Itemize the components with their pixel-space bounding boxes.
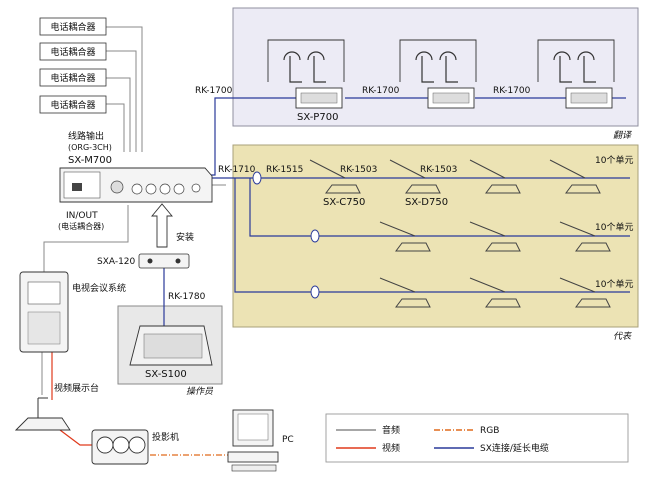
pc-unit	[227, 409, 279, 472]
phone-coupler-label: 电话耦合器	[50, 99, 95, 111]
rk1503-label: RK-1503	[420, 165, 457, 175]
rk1515-label: RK-1515	[266, 165, 303, 175]
install-label: 安装	[176, 231, 194, 243]
cable-nodes	[252, 171, 320, 299]
rk1780-label: RK-1780	[168, 292, 206, 302]
rk1700-label: RK-1700	[195, 86, 233, 96]
legend-audio-label: 音频	[382, 424, 400, 436]
rk1503-label: RK-1503	[340, 165, 377, 175]
translation-caption: 翻译	[613, 130, 632, 141]
mixer-model-label: SX-M700	[68, 155, 112, 166]
video-stand-label: 视频展示台	[54, 382, 99, 394]
console-unit	[129, 325, 213, 366]
rk1710-label: RK-1710	[218, 165, 256, 175]
interpreter-booths	[283, 51, 596, 83]
console-model-label: SX-S100	[145, 369, 187, 380]
units-label: 10个单元	[595, 278, 633, 290]
video-conference-unit	[19, 271, 69, 353]
phone-coupler-4: 电话耦合器	[39, 95, 107, 114]
console-caption: 操作员	[186, 386, 214, 397]
audio-wires	[41, 26, 226, 395]
delegate-caption: 代表	[613, 331, 632, 342]
sx-c750-label: SX-C750	[323, 197, 365, 208]
phone-coupler-3: 电话耦合器	[39, 68, 107, 87]
sxa-unit	[138, 253, 190, 269]
legend-sx-label: SX连接/延长电缆	[480, 442, 549, 454]
sxa-label: SXA-120	[97, 257, 136, 267]
video-conf-label: 电视会议系统	[72, 282, 126, 294]
units-label: 10个单元	[595, 154, 633, 166]
sx-p700-label: SX-P700	[297, 112, 338, 123]
units-label: 10个单元	[595, 221, 633, 233]
phone-coupler-label: 电话耦合器	[50, 21, 95, 33]
video-stand-unit	[14, 397, 71, 431]
line-out-label: 线路输出	[68, 130, 104, 142]
interpreter-brackets	[267, 39, 615, 82]
legend-rgb-label: RGB	[480, 426, 499, 436]
sx-d750-label: SX-D750	[405, 197, 448, 208]
pc-label: PC	[282, 435, 294, 445]
projector-unit	[91, 429, 149, 465]
phone-coupler-label: 电话耦合器	[50, 72, 95, 84]
sx-p700-units	[295, 87, 613, 109]
delegate-microphones	[309, 159, 611, 308]
legend: 音频 视频 RGB SX连接/延长电缆	[325, 413, 629, 463]
rk1700-label: RK-1700	[362, 86, 400, 96]
projector-label: 投影机	[152, 431, 179, 443]
sx-cables	[163, 97, 630, 326]
legend-video-label: 视频	[382, 442, 400, 454]
phone-coupler-2: 电话耦合器	[39, 42, 107, 61]
inout-sub-label: (电话耦合器)	[58, 221, 104, 231]
rk1700-label: RK-1700	[493, 86, 531, 96]
phone-coupler-1: 电话耦合器	[39, 17, 107, 36]
line-out-sub-label: (ORG-3CH)	[68, 143, 112, 152]
video-wires	[51, 352, 95, 446]
mixer-unit	[59, 167, 213, 203]
phone-coupler-label: 电话耦合器	[50, 46, 95, 58]
install-arrow	[151, 203, 173, 248]
inout-label: IN/OUT	[66, 211, 98, 221]
